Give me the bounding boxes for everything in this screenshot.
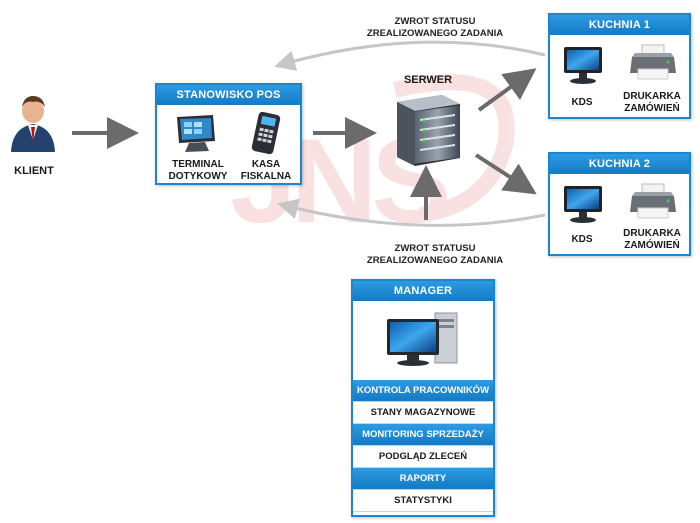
kitchen1-title: KUCHNIA 1 [550,15,689,35]
fiscal-register-label-line2: FISKALNA [240,171,292,182]
kitchen2-box[interactable]: KUCHNIA 2 KDS DRUKARKA ZAMÓWIEŃ [548,152,691,256]
touch-terminal-icon [177,115,215,152]
manager-row-2[interactable]: STANY MAGAZYNOWE [353,401,493,424]
kitchen1-printer-label-line2: ZAMÓWIEŃ [624,103,680,114]
kitchen2-kds-monitor-icon [564,186,602,223]
kitchen1-box[interactable]: KUCHNIA 1 KDS DRUKARKA ZAMÓWIEŃ [548,13,691,119]
status-note-bottom: ZWROT STATUSU ZREALIZOWANEGO ZADANIA [345,243,525,267]
fiscal-register-label: KASA FISKALNA [235,159,297,183]
client-label: KLIENT [14,165,54,177]
pos-station-box[interactable]: STANOWISKO POS TERMINAL DOTYKOWY KASA FI… [155,83,302,185]
client-person-icon [11,96,55,152]
arrow-server-to-kitchen1 [477,68,537,112]
status-note-top-line1: ZWROT STATUSU [394,16,476,27]
kitchen1-printer-icon [630,44,676,80]
kitchen2-printer-icon [630,183,676,219]
server-icon [397,95,460,166]
manager-row-6[interactable]: STATYSTYKI [353,489,493,512]
manager-row-3[interactable]: MONITORING SPRZEDAŻY [353,424,493,445]
status-note-top-line2: ZREALIZOWANEGO ZADANIA [366,28,504,39]
status-note-top: ZWROT STATUSU ZREALIZOWANEGO ZADANIA [345,16,525,40]
status-note-bottom-line2: ZREALIZOWANEGO ZADANIA [366,255,504,266]
pos-station-title: STANOWISKO POS [157,85,300,105]
arrow-server-to-kitchen2 [474,153,537,195]
manager-row-1[interactable]: KONTROLA PRACOWNIKÓW [353,380,493,401]
kitchen2-kds-label: KDS [571,234,593,245]
status-return-curve-bottom [277,198,546,227]
fiscal-register-label-line1: KASA [251,159,281,170]
kitchen1-printer-label: DRUKARKA ZAMÓWIEŃ [616,91,688,115]
kitchen1-printer-label-line1: DRUKARKA [623,91,681,102]
manager-row-5[interactable]: RAPORTY [353,468,493,489]
kitchen1-kds-monitor-icon [564,47,602,84]
server-label: SERWER [403,74,453,86]
touch-terminal-label: TERMINAL DOTYKOWY [163,159,233,183]
kitchen2-printer-label-line1: DRUKARKA [623,228,681,239]
status-note-bottom-line1: ZWROT STATUSU [394,243,476,254]
kitchen1-kds-label: KDS [571,97,593,108]
manager-computer-icon [387,312,458,366]
fiscal-register-icon [251,111,281,155]
kitchen2-printer-label-line2: ZAMÓWIEŃ [624,240,680,251]
kitchen2-title: KUCHNIA 2 [550,154,689,174]
manager-title: MANAGER [353,281,493,301]
touch-terminal-label-line1: TERMINAL [172,159,224,170]
manager-row-4[interactable]: PODGLĄD ZLECEŃ [353,445,493,468]
kitchen2-printer-label: DRUKARKA ZAMÓWIEŃ [616,228,688,252]
touch-terminal-label-line2: DOTYKOWY [168,171,228,182]
status-return-curve-top [274,40,546,71]
